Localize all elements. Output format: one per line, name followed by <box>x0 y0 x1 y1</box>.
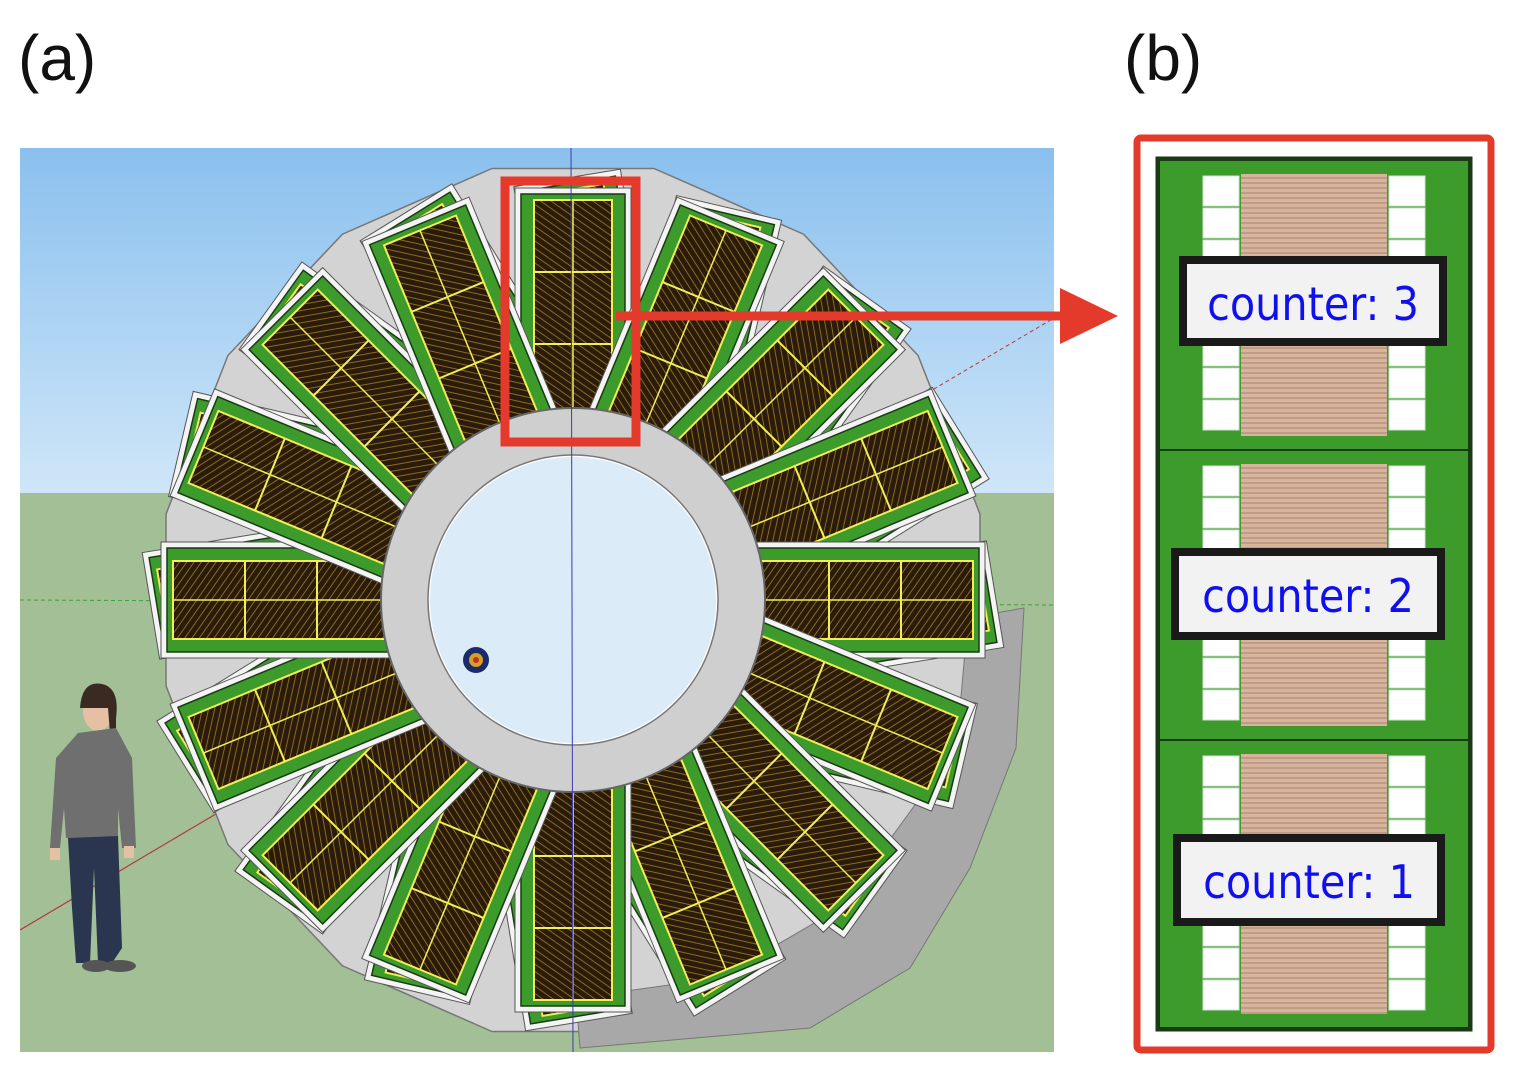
counter-label-box-3: counter: 3 <box>1179 256 1447 346</box>
counter-sector <box>580 726 785 1004</box>
panel-label-b: (b) <box>1124 22 1203 94</box>
origin-marker-icon <box>463 647 489 673</box>
counter-sector <box>160 541 412 659</box>
bore-sky <box>430 457 716 743</box>
sector-detail-panel: counter: 3 counter: 2 counter: 1 <box>1133 134 1495 1054</box>
counter-sectors <box>141 168 1005 1032</box>
counter-sector <box>239 672 501 934</box>
zoom-arrow <box>616 288 1118 344</box>
counter-sector <box>699 388 977 593</box>
counter-sector <box>361 726 566 1004</box>
counter-label-box-1: counter: 1 <box>1173 834 1445 926</box>
counter-label-3: counter: 3 <box>1207 277 1419 331</box>
axis-blue-line <box>570 148 574 1052</box>
counter-sector <box>169 388 447 593</box>
panel-label-a: (a) <box>18 22 97 94</box>
counter-sector <box>699 607 977 812</box>
detector-scene <box>20 148 1054 1052</box>
person-scale-figure <box>50 683 136 972</box>
counter-label-1: counter: 1 <box>1203 855 1415 909</box>
counter-label-2: counter: 2 <box>1202 569 1414 623</box>
counter-sector <box>239 266 501 528</box>
counter-label-box-2: counter: 2 <box>1171 548 1445 640</box>
